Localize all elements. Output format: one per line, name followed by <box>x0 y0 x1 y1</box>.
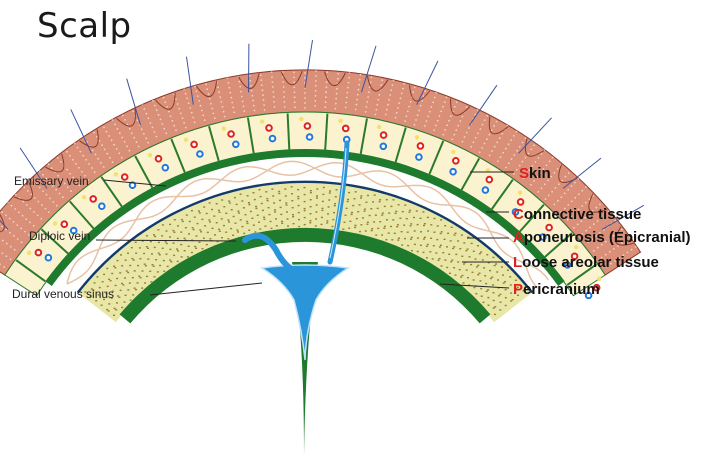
dural-venous-sinus <box>262 265 348 360</box>
label-emissary-vein: Emissary vein <box>14 174 89 188</box>
label-skin: Skin <box>519 165 551 182</box>
label-loose-areolar-tissue: Loose areolar tissue <box>513 254 659 271</box>
label-aponeurosis: Aponeurosis (Epicranial) <box>513 229 691 246</box>
label-pericranium: Pericranium <box>513 281 600 298</box>
label-dural-venous-sinus: Dural venous sinus <box>12 287 114 301</box>
label-connective-tissue: Connective tissue <box>513 206 641 223</box>
label-diploic-vein: Diploic vein <box>29 229 90 243</box>
